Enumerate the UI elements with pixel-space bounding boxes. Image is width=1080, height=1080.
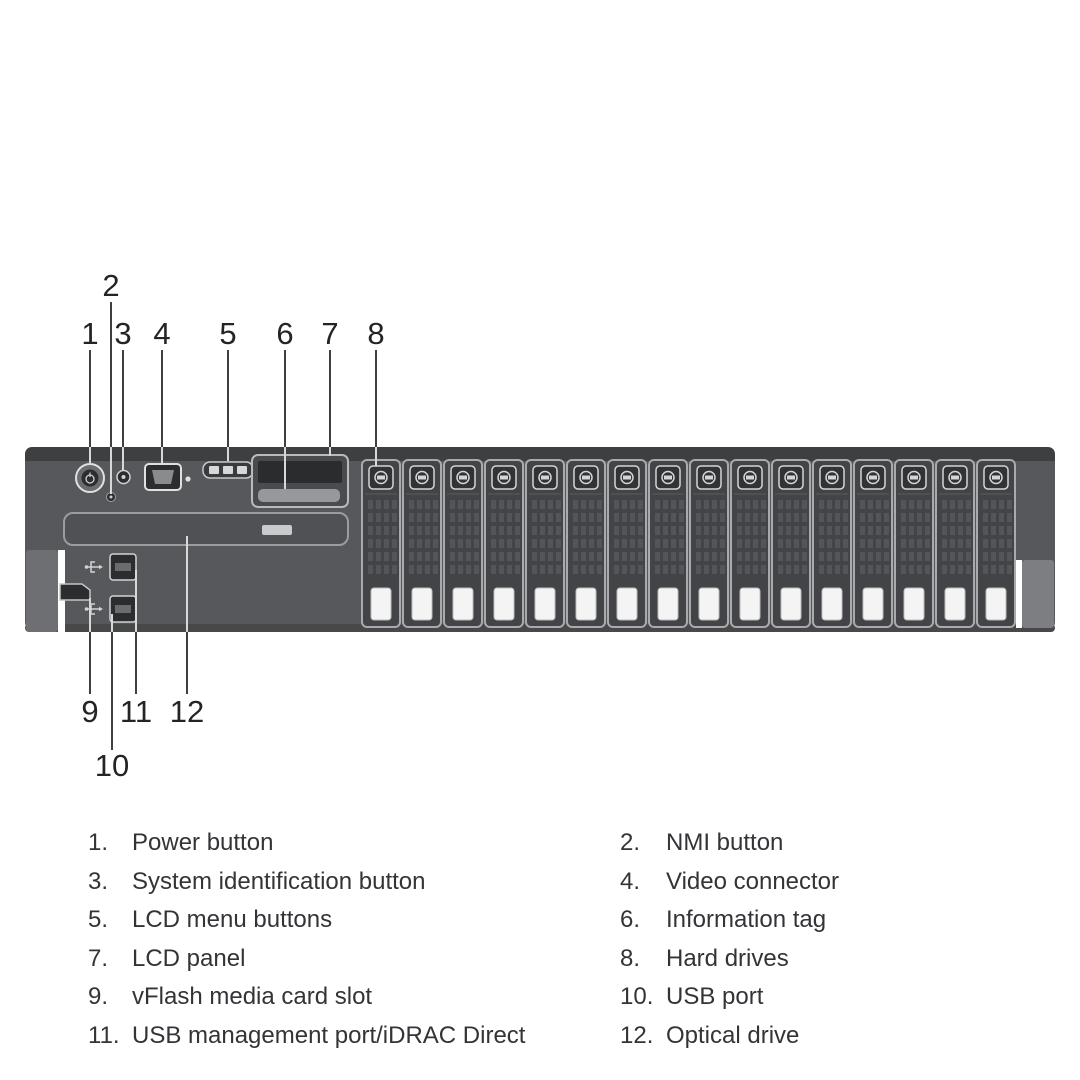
callout-1: 1 [81, 316, 98, 351]
callout-lines [89, 302, 377, 750]
legend-label: System identification button [132, 867, 426, 895]
legend-number: 5. [88, 906, 109, 934]
legend-label: USB management port/iDRAC Direct [132, 1021, 526, 1049]
legend-number: 6. [620, 906, 641, 934]
legend: 1. Power button 2. NMI button 3. System … [88, 824, 1018, 1056]
left-rack-ear [26, 550, 65, 632]
legend-label: Information tag [666, 906, 827, 934]
legend-number: 2. [620, 829, 641, 856]
drive-bay [895, 460, 933, 627]
legend-number: 9. [88, 983, 109, 1011]
callout-8: 8 [367, 316, 384, 351]
legend-label: Power button [132, 829, 274, 856]
callout-3: 3 [114, 316, 131, 351]
legend-label: Optical drive [666, 1021, 800, 1049]
legend-label: LCD menu buttons [132, 906, 333, 934]
information-tag-graphic [258, 489, 340, 502]
lcd-menu-buttons-graphic [202, 461, 254, 479]
drive-bay [772, 460, 810, 627]
callout-10: 10 [95, 748, 129, 783]
video-connector-graphic [144, 463, 191, 491]
optical-drive-graphic [63, 512, 349, 546]
legend-number: 11. [88, 1021, 120, 1049]
legend-label: vFlash media card slot [132, 983, 373, 1011]
power-button-graphic [75, 463, 105, 493]
legend-number: 7. [88, 944, 109, 972]
legend-row: 1. Power button 2. NMI button [88, 824, 1018, 863]
drive-bay [854, 460, 892, 627]
legend-row: 7. LCD panel 8. Hard drives [88, 940, 1018, 979]
legend-number: 1. [88, 829, 109, 856]
callout-6: 6 [276, 316, 293, 351]
drive-bay [649, 460, 687, 627]
callout-4: 4 [153, 316, 170, 351]
drive-bay [977, 460, 1015, 627]
legend-label: Video connector [666, 867, 840, 895]
drive-bay [936, 460, 974, 627]
callout-2: 2 [102, 268, 119, 303]
drive-bay [485, 460, 523, 627]
callout-12: 12 [170, 694, 204, 729]
legend-row: 9. vFlash media card slot 10. USB port [88, 978, 1018, 1017]
vflash-slot-graphic [59, 583, 91, 601]
right-rack-ear [1016, 560, 1054, 628]
legend-row: 11. USB management port/iDRAC Direct 12.… [88, 1017, 1018, 1056]
legend-number: 3. [88, 867, 109, 895]
system-id-button-graphic [116, 469, 131, 485]
drive-bay [731, 460, 769, 627]
callout-7: 7 [321, 316, 338, 351]
legend-number: 8. [620, 944, 641, 972]
legend-label: LCD panel [132, 944, 246, 972]
drive-bay [362, 460, 400, 627]
callout-5: 5 [219, 316, 236, 351]
callout-11: 11 [120, 694, 152, 729]
callout-9: 9 [81, 694, 98, 729]
legend-number: 12. [620, 1021, 654, 1049]
drive-bay [444, 460, 482, 627]
drive-bay [813, 460, 851, 627]
callout-numbers: 2 1 3 4 5 6 7 8 9 11 12 10 [81, 268, 384, 783]
drive-bay [403, 460, 441, 627]
server-front-diagram: 2 1 3 4 5 6 7 8 9 11 12 10 [25, 268, 1055, 783]
drive-bay [567, 460, 605, 627]
legend-number: 4. [620, 867, 641, 895]
drive-bay [608, 460, 646, 627]
legend-label: USB port [666, 983, 764, 1011]
drive-bay [526, 460, 564, 627]
drive-bay [690, 460, 728, 627]
legend-label: NMI button [666, 829, 784, 856]
usb-management-port-graphic [83, 553, 137, 581]
legend-label: Hard drives [666, 944, 789, 972]
legend-row: 5. LCD menu buttons 6. Information tag [88, 901, 1018, 940]
legend-number: 10. [620, 983, 654, 1011]
legend-row: 3. System identification button 4. Video… [88, 863, 1018, 902]
